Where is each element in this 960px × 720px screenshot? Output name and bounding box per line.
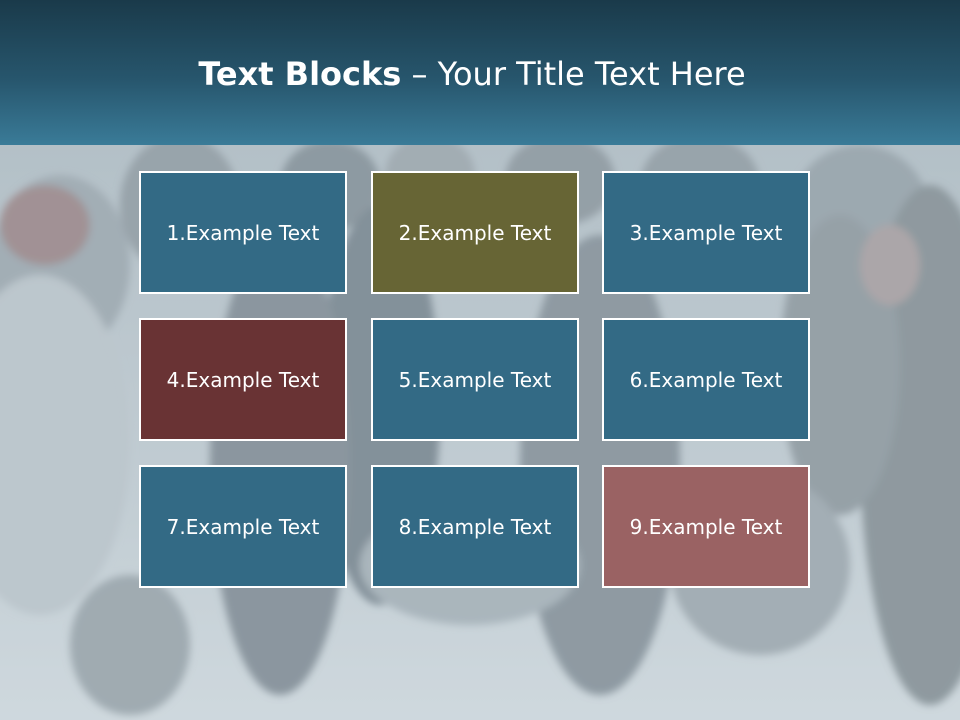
text-block-3-label: 3.Example Text xyxy=(629,220,783,245)
text-block-5-label: 5.Example Text xyxy=(398,367,552,392)
text-block-3[interactable]: 3.Example Text xyxy=(602,171,810,294)
text-block-6[interactable]: 6.Example Text xyxy=(602,318,810,441)
text-block-2-label: 2.Example Text xyxy=(398,220,552,245)
text-block-6-label: 6.Example Text xyxy=(629,367,783,392)
text-block-2[interactable]: 2.Example Text xyxy=(371,171,579,294)
text-block-4-label: 4.Example Text xyxy=(166,367,320,392)
text-block-7-label: 7.Example Text xyxy=(166,514,320,539)
text-block-8[interactable]: 8.Example Text xyxy=(371,465,579,588)
text-block-7[interactable]: 7.Example Text xyxy=(139,465,347,588)
text-block-4[interactable]: 4.Example Text xyxy=(139,318,347,441)
text-block-9-label: 9.Example Text xyxy=(629,514,783,539)
text-block-9[interactable]: 9.Example Text xyxy=(602,465,810,588)
text-block-1[interactable]: 1.Example Text xyxy=(139,171,347,294)
text-block-8-label: 8.Example Text xyxy=(398,514,552,539)
text-block-5[interactable]: 5.Example Text xyxy=(371,318,579,441)
slide-title-bold: Text Blocks xyxy=(198,55,402,93)
text-block-grid: 1.Example Text 2.Example Text 3.Example … xyxy=(139,171,815,593)
title-banner: Text Blocks – Your Title Text Here xyxy=(0,0,960,145)
text-block-1-label: 1.Example Text xyxy=(166,220,320,245)
slide-title[interactable]: Text Blocks – Your Title Text Here xyxy=(0,55,944,93)
slide-title-rest: – Your Title Text Here xyxy=(401,55,746,93)
